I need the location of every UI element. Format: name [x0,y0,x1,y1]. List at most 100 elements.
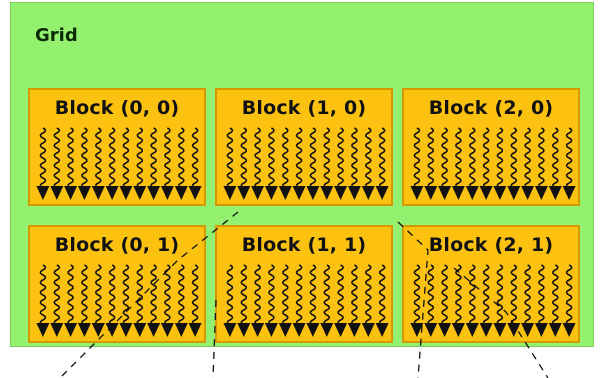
thread-squiggle [193,265,198,325]
thread-squiggle [255,128,260,188]
thread-squiggle [68,265,73,325]
thread-squiggle [553,128,558,188]
thread-arrowhead [320,186,333,200]
thread-arrowhead [549,186,562,200]
thread-arrowhead [78,186,91,200]
thread-squiggle [324,265,329,325]
thread-squiggle [123,265,128,325]
thread-arrowhead [92,186,105,200]
thread-arrowhead [189,186,202,200]
thread-squiggle [151,265,156,325]
thread-squiggle [352,128,357,188]
thread-squiggle [567,128,572,188]
thread-squiggle [227,128,232,188]
thread-arrowhead [410,323,423,337]
thread-squiggle [366,265,371,325]
thread-arrowhead [133,186,146,200]
grid-title: Grid [35,25,78,46]
thread-arrowhead [362,186,375,200]
thread-group [410,126,576,204]
thread-arrowhead [507,323,520,337]
thread-squiggle [123,128,128,188]
thread-squiggle [179,265,184,325]
thread-squiggle [380,128,385,188]
thread-arrowhead [189,323,202,337]
thread-arrowhead [466,186,479,200]
thread-arrowhead [64,186,77,200]
thread-arrowhead [119,323,132,337]
thread-arrowhead [334,323,347,337]
thread-squiggle [297,128,302,188]
thread-arrowhead [424,186,437,200]
thread-arrowhead [147,186,160,200]
thread-arrowhead [563,323,576,337]
block-2-0: Block (2, 0) [402,88,580,206]
thread-arrowhead [438,323,451,337]
thread-squiggle [428,128,433,188]
thread-squiggle [68,128,73,188]
block-1-0: Block (1, 0) [215,88,393,206]
thread-arrowhead [521,323,534,337]
thread-squiggle [310,265,315,325]
thread-squiggle [241,265,246,325]
block-label: Block (1, 0) [217,97,391,119]
thread-arrowhead [223,186,236,200]
thread-squiggle [54,265,59,325]
thread-arrowhead [175,186,188,200]
thread-squiggle [511,128,516,188]
thread-squiggle [442,265,447,325]
thread-squiggle [525,128,530,188]
thread-group [36,126,202,204]
thread-squiggle [366,128,371,188]
thread-arrowhead [36,323,49,337]
thread-arrowhead [293,186,306,200]
thread-squiggle [414,128,419,188]
thread-squiggle [539,128,544,188]
thread-squiggle [310,128,315,188]
thread-arrowhead [161,323,174,337]
thread-squiggle [255,265,260,325]
thread-squiggle [553,265,558,325]
thread-arrowhead [251,323,264,337]
block-label: Block (0, 1) [30,234,204,256]
thread-squiggle [82,265,87,325]
thread-arrowhead [175,323,188,337]
thread-squiggle [96,128,101,188]
thread-squiggle [456,265,461,325]
thread-squiggle [456,128,461,188]
thread-group [410,263,576,341]
thread-squiggle [414,265,419,325]
block-label: Block (2, 0) [404,97,578,119]
thread-squiggle [511,265,516,325]
thread-arrowhead [50,323,63,337]
block-1-1: Block (1, 1) [215,225,393,343]
thread-arrowhead [279,323,292,337]
thread-squiggle [428,265,433,325]
thread-squiggle [567,265,572,325]
thread-squiggle [137,128,142,188]
thread-arrowhead [92,323,105,337]
thread-arrowhead [306,186,319,200]
thread-squiggle [497,128,502,188]
thread-arrowhead [106,323,119,337]
thread-squiggle [283,128,288,188]
thread-squiggle [338,128,343,188]
thread-squiggle [96,265,101,325]
thread-squiggle [227,265,232,325]
thread-arrowhead [265,186,278,200]
thread-arrowhead [133,323,146,337]
thread-arrowhead [410,186,423,200]
thread-arrowhead [36,186,49,200]
thread-squiggle [40,128,45,188]
thread-squiggle [54,128,59,188]
thread-arrowhead [535,186,548,200]
thread-squiggle [525,265,530,325]
thread-squiggle [110,128,115,188]
thread-arrowhead [376,186,389,200]
block-label: Block (2, 1) [404,234,578,256]
thread-squiggle [497,265,502,325]
block-label: Block (1, 1) [217,234,391,256]
thread-squiggle [442,128,447,188]
thread-arrowhead [334,186,347,200]
thread-arrowhead [507,186,520,200]
